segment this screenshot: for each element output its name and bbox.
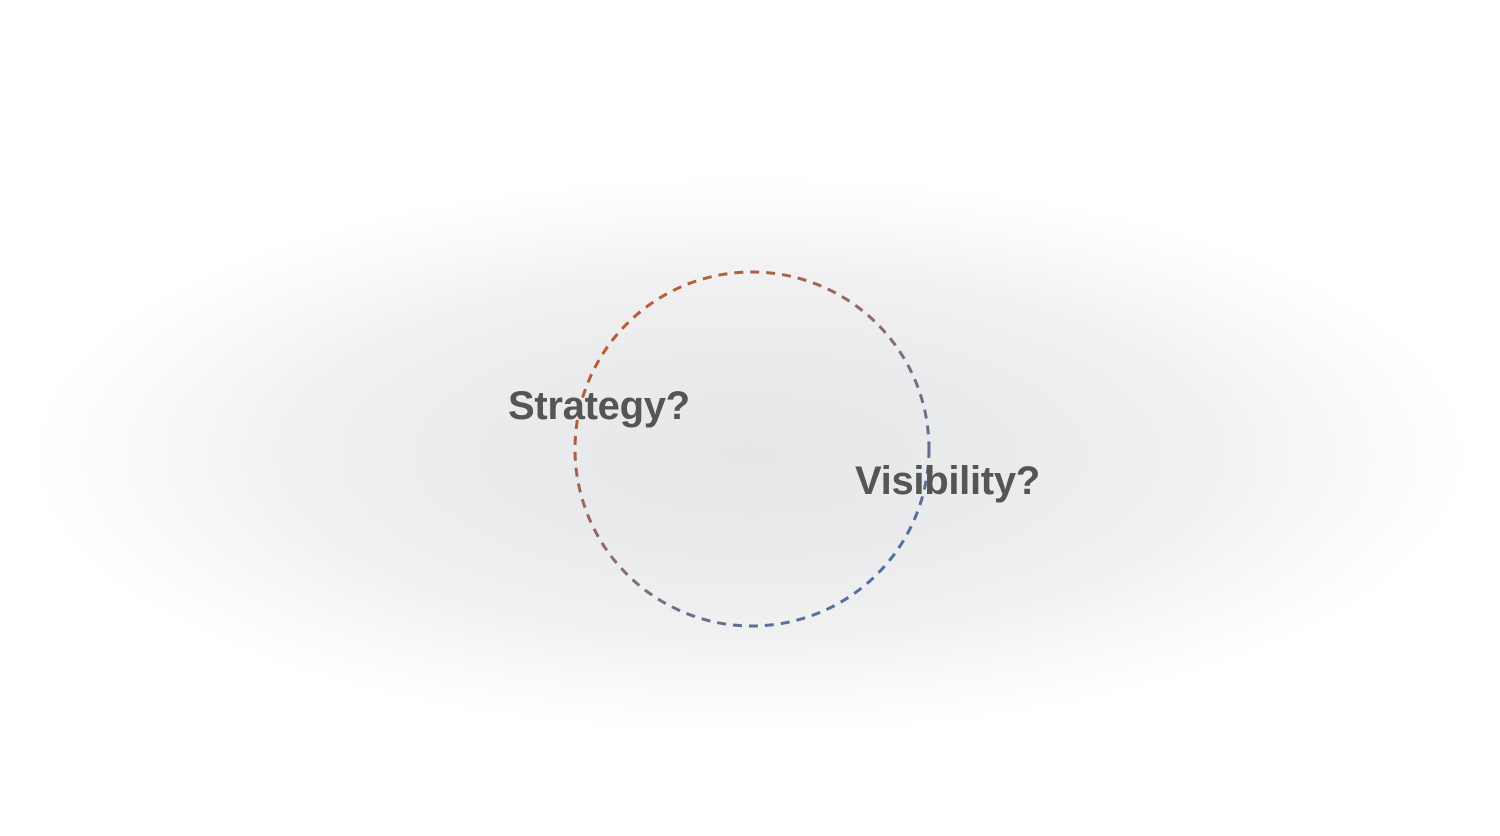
strategy-label: Strategy? — [508, 384, 690, 428]
visibility-label: Visibility? — [855, 459, 1040, 503]
dashed-circle — [573, 270, 931, 628]
